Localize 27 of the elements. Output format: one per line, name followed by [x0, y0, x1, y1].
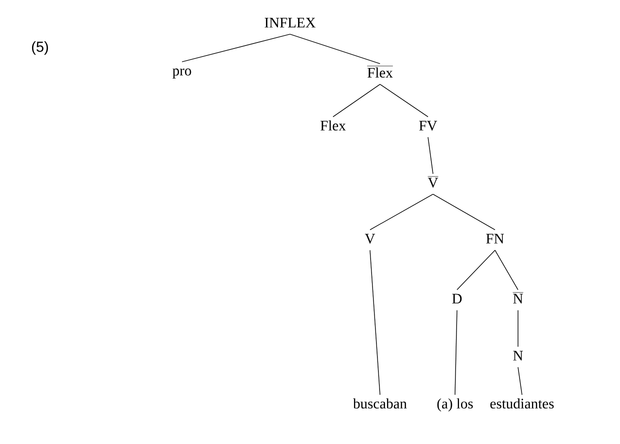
branch-line [370, 194, 434, 230]
tree-label: Flex [366, 66, 394, 78]
tree-label: INFLEX [264, 18, 316, 28]
tree-label: N [512, 292, 524, 304]
tree-label: pro [172, 68, 192, 78]
tree-label: D [452, 294, 462, 304]
branch-line [290, 34, 380, 64]
tree-label: estudiantes [490, 398, 554, 409]
tree-label: FN [486, 234, 504, 244]
branch-line [182, 34, 290, 62]
branch-line [380, 84, 428, 118]
branch-line [332, 84, 380, 118]
branch-line [456, 250, 496, 290]
tree-label: buscaban [353, 398, 407, 409]
branch-line [454, 310, 458, 396]
tree-label: FV [419, 120, 438, 131]
tree-label: Flex [320, 120, 346, 131]
branch-line [494, 250, 518, 290]
branch-line [428, 136, 434, 174]
example-number: (5) [32, 41, 48, 55]
tree-label: V [364, 234, 376, 244]
tree-label: V [428, 176, 438, 188]
branch-line [518, 366, 522, 396]
branch-line [432, 194, 496, 230]
tree-label: (a) los [437, 398, 473, 412]
tree-label: N [513, 350, 523, 360]
branch-line [370, 250, 380, 396]
